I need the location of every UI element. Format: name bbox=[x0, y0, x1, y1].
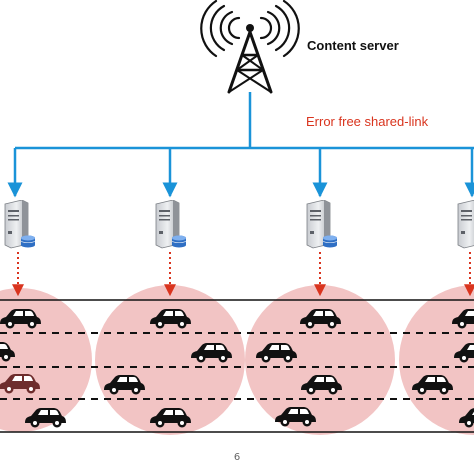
coverage-area-2 bbox=[95, 285, 245, 435]
shared-link-label: Error free shared-link bbox=[306, 114, 429, 129]
cache-server-icon bbox=[306, 200, 338, 249]
content-server-label: Content server bbox=[307, 38, 399, 53]
request-arrows bbox=[12, 252, 474, 297]
cache-server-icon bbox=[4, 200, 36, 249]
broadcast-tower-icon bbox=[200, 0, 300, 94]
coverage-area-1 bbox=[0, 288, 92, 432]
shared-link-backbone bbox=[7, 92, 474, 198]
page-number: 6 bbox=[233, 452, 241, 463]
coverage-area-3 bbox=[245, 285, 395, 435]
cache-server-icon bbox=[457, 200, 474, 249]
cache-server-icon bbox=[155, 200, 187, 249]
